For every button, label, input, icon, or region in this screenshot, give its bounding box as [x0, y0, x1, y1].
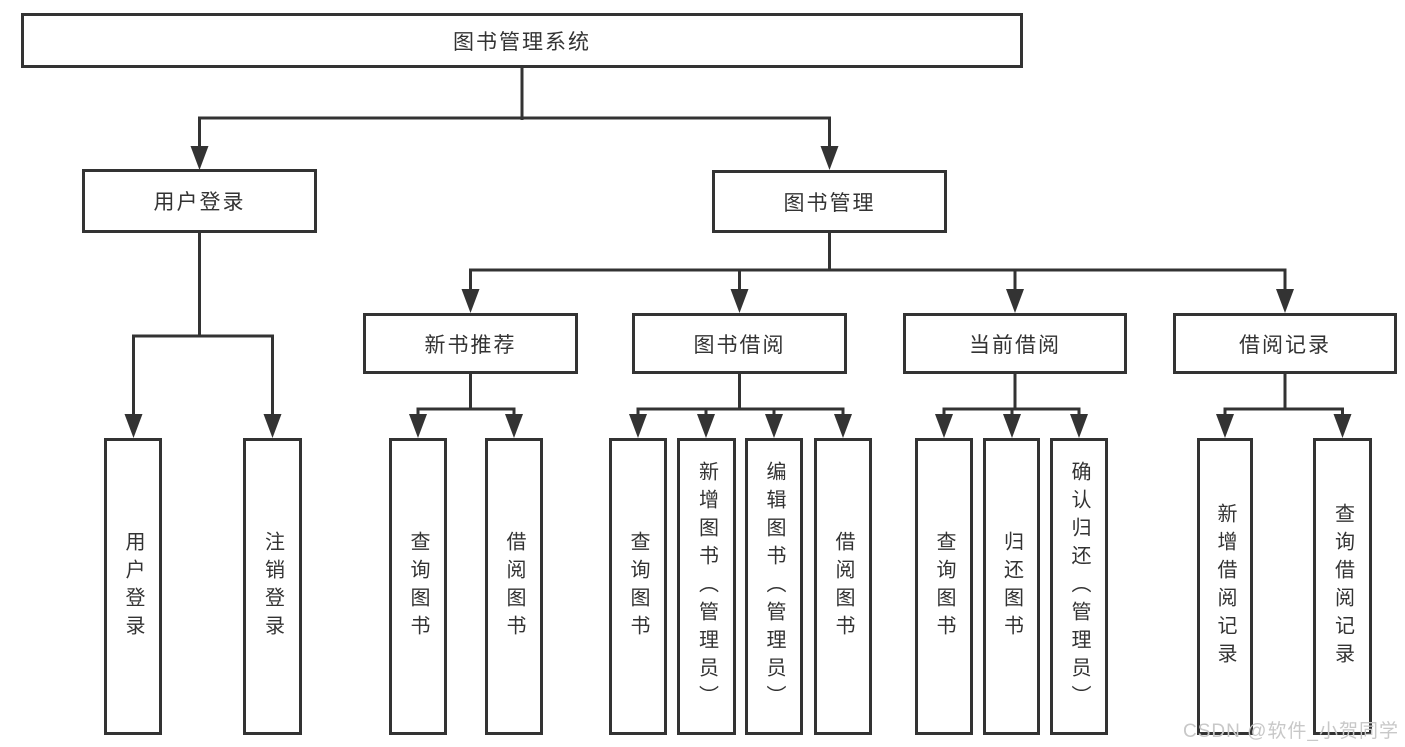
node-label: 新书推荐 — [424, 333, 517, 357]
arrowhead — [409, 414, 427, 438]
leaf-user-login: 用户登录 — [104, 438, 162, 735]
node-label: 确认归还（管理员） — [1068, 460, 1090, 713]
arrowhead — [730, 289, 749, 313]
node-library-system: 图书管理系统 — [21, 13, 1023, 68]
leaf-logout: 注销登录 — [243, 438, 302, 735]
leaf-borrow-books-recommend: 借阅图书 — [485, 438, 543, 735]
node-label: 查询借阅记录 — [1331, 502, 1354, 671]
node-label: 编辑图书（管理员） — [763, 460, 785, 713]
connector-path — [132, 68, 1344, 418]
node-new-book-recommendation: 新书推荐 — [363, 313, 578, 374]
arrowhead — [263, 414, 282, 438]
arrowhead — [697, 414, 715, 438]
arrowhead — [629, 414, 647, 438]
leaf-confirm-return-admin: 确认归还（管理员） — [1050, 438, 1108, 735]
arrowhead — [1216, 414, 1234, 438]
arrowhead — [505, 414, 523, 438]
node-label: 图书管理 — [783, 191, 876, 215]
node-label: 借阅图书 — [832, 530, 854, 643]
node-label: 借阅记录 — [1239, 333, 1331, 357]
node-label: 借阅图书 — [503, 530, 525, 643]
arrowhead — [820, 146, 839, 170]
node-label: 当前借阅 — [969, 333, 1061, 357]
node-label: 用户登录 — [153, 191, 246, 214]
node-label: 归还图书 — [1000, 530, 1023, 643]
arrowhead — [1006, 289, 1024, 313]
arrowhead — [1276, 289, 1294, 313]
csdn-watermark: CSDN @软件_小贺同学 — [1183, 721, 1399, 742]
arrowhead — [124, 414, 143, 438]
arrowhead — [834, 414, 852, 438]
leaf-query-borrow-record: 查询借阅记录 — [1313, 438, 1372, 735]
node-label: 新增借阅记录 — [1214, 502, 1236, 671]
node-borrowing-records: 借阅记录 — [1173, 313, 1397, 374]
node-label: 注销登录 — [261, 530, 284, 643]
arrowhead — [765, 414, 783, 438]
node-label: 图书借阅 — [693, 333, 786, 357]
node-label: 图书管理系统 — [453, 30, 591, 54]
leaf-return-books: 归还图书 — [983, 438, 1040, 735]
leaf-query-books-borrow: 查询图书 — [609, 438, 667, 735]
node-label: 新增图书（管理员） — [695, 460, 718, 713]
arrowhead — [461, 289, 480, 313]
leaf-borrow-books: 借阅图书 — [814, 438, 872, 735]
arrowhead — [190, 146, 209, 170]
node-label: 查询图书 — [627, 530, 649, 643]
arrowhead — [1003, 414, 1021, 438]
leaf-edit-books-admin: 编辑图书（管理员） — [745, 438, 803, 735]
leaf-add-borrow-record: 新增借阅记录 — [1197, 438, 1253, 735]
node-book-borrowing: 图书借阅 — [632, 313, 847, 374]
node-label: 查询图书 — [407, 530, 429, 643]
leaf-query-books-current: 查询图书 — [915, 438, 973, 735]
node-label: 查询图书 — [933, 530, 955, 643]
arrowheads — [124, 146, 1352, 438]
arrowhead — [935, 414, 953, 438]
node-current-borrowing: 当前借阅 — [903, 313, 1127, 374]
arrowhead — [1070, 414, 1088, 438]
arrowhead — [1333, 414, 1352, 438]
leaf-query-books-recommend: 查询图书 — [389, 438, 447, 735]
node-user-login: 用户登录 — [82, 169, 317, 233]
node-label: 用户登录 — [122, 530, 144, 643]
node-book-management: 图书管理 — [712, 170, 947, 233]
leaf-add-books-admin: 新增图书（管理员） — [677, 438, 736, 735]
